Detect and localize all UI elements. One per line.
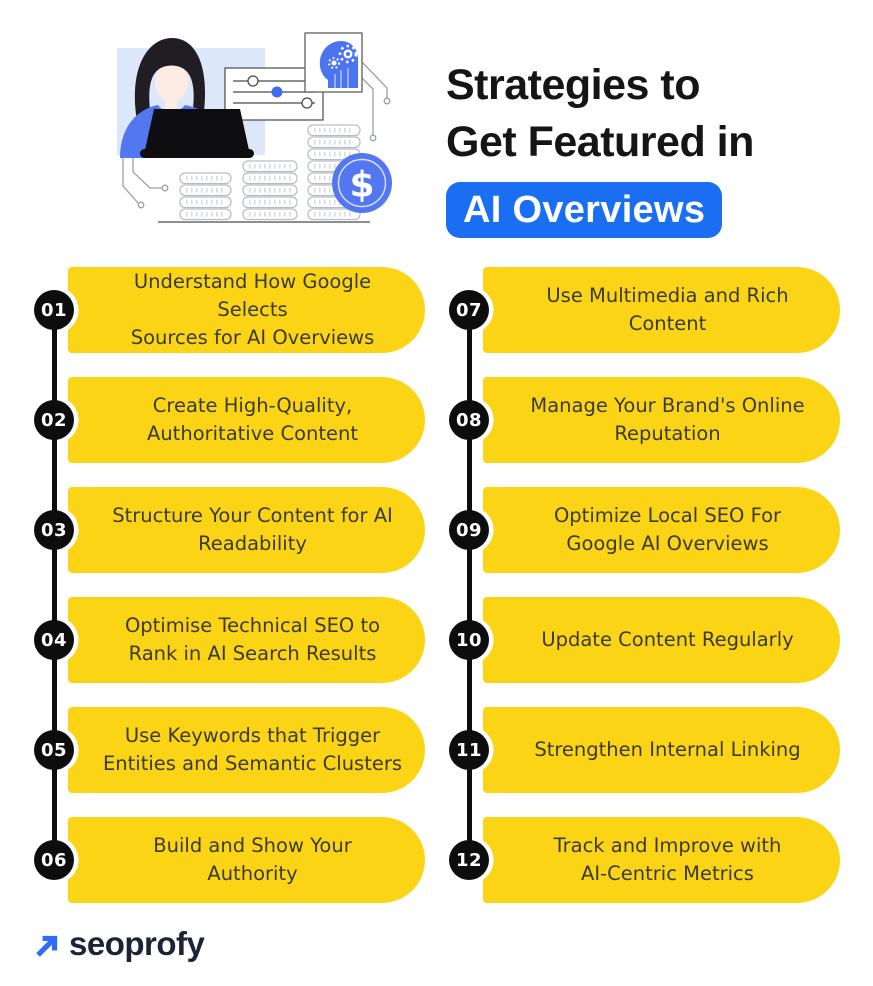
step-text: Use Multimedia and Rich Content [546, 284, 789, 335]
step-number: 07 [449, 290, 489, 330]
step-text: Strengthen Internal Linking [534, 738, 801, 761]
step-text: Create High-Quality, Authoritative Conte… [146, 394, 358, 445]
step-item-03: 03 Structure Your Content for AI Readabi… [34, 487, 425, 573]
step-number: 11 [449, 730, 489, 770]
ai-head-icon [304, 32, 363, 93]
step-text: Structure Your Content for AI Readabilit… [112, 504, 393, 555]
step-text: Optimize Local SEO For Google AI Overvie… [553, 504, 782, 555]
step-card: Structure Your Content for AI Readabilit… [68, 487, 425, 573]
step-item-11: 11 Strengthen Internal Linking [449, 707, 840, 793]
step-card: Use Multimedia and Rich Content [483, 267, 840, 353]
slider-panel-icon [224, 67, 324, 121]
step-card: Use Keywords that Trigger Entities and S… [68, 707, 425, 793]
brand-arrow-icon [36, 935, 58, 957]
step-item-08: 08 Manage Your Brand's Online Reputation [449, 377, 840, 463]
step-text: Track and Improve with AI-Centric Metric… [553, 834, 782, 885]
brand-logo: seoprofy [33, 925, 205, 963]
step-item-04: 04 Optimise Technical SEO to Rank in AI … [34, 597, 425, 683]
step-number: 12 [449, 840, 489, 880]
step-item-12: 12 Track and Improve with AI-Centric Met… [449, 817, 840, 903]
step-text: Optimise Technical SEO to Rank in AI Sea… [124, 614, 381, 665]
step-number: 10 [449, 620, 489, 660]
step-card: Create High-Quality, Authoritative Conte… [68, 377, 425, 463]
title-block: Strategies to Get Featured in AI Overvie… [446, 57, 754, 238]
step-text: Use Keywords that Trigger Entities and S… [102, 724, 403, 775]
step-item-10: 10 Update Content Regularly [449, 597, 840, 683]
step-number: 06 [34, 840, 74, 880]
step-item-02: 02 Create High-Quality, Authoritative Co… [34, 377, 425, 463]
step-text: Build and Show Your Authority [153, 834, 352, 885]
dollar-sign: $ [349, 165, 374, 206]
title-line-2: Get Featured in [446, 118, 754, 166]
step-card: Strengthen Internal Linking [483, 707, 840, 793]
timeline-line-right [467, 310, 472, 860]
step-card: Understand How Google Selects Sources fo… [68, 267, 425, 353]
step-text: Update Content Regularly [541, 628, 794, 651]
dollar-coin-icon: $ [332, 153, 392, 213]
step-number: 03 [34, 510, 74, 550]
hero-illustration: $ [117, 32, 392, 223]
step-number: 02 [34, 400, 74, 440]
step-number: 05 [34, 730, 74, 770]
title-line-1: Strategies to [446, 61, 700, 109]
step-text: Manage Your Brand's Online Reputation [530, 394, 805, 445]
step-number: 09 [449, 510, 489, 550]
step-card: Build and Show Your Authority [68, 817, 425, 903]
brand-name: seoprofy [69, 925, 205, 962]
woman-with-laptop-icon [120, 38, 254, 158]
step-card: Optimise Technical SEO to Rank in AI Sea… [68, 597, 425, 683]
step-card: Update Content Regularly [483, 597, 840, 683]
step-item-09: 09 Optimize Local SEO For Google AI Over… [449, 487, 840, 573]
step-card: Manage Your Brand's Online Reputation [483, 377, 840, 463]
title-badge: AI Overviews [446, 182, 723, 238]
step-card: Track and Improve with AI-Centric Metric… [483, 817, 840, 903]
coin-stacks-icon [179, 124, 361, 221]
timeline-line-left [52, 310, 57, 860]
step-item-05: 05 Use Keywords that Trigger Entities an… [34, 707, 425, 793]
step-number: 08 [449, 400, 489, 440]
step-text: Understand How Google Selects Sources fo… [130, 270, 375, 349]
step-number: 01 [34, 290, 74, 330]
step-item-01: 01 Understand How Google Selects Sources… [34, 267, 425, 353]
step-number: 04 [34, 620, 74, 660]
laptop-icon [140, 109, 254, 158]
step-card: Optimize Local SEO For Google AI Overvie… [483, 487, 840, 573]
step-item-07: 07 Use Multimedia and Rich Content [449, 267, 840, 353]
step-item-06: 06 Build and Show Your Authority [34, 817, 425, 903]
